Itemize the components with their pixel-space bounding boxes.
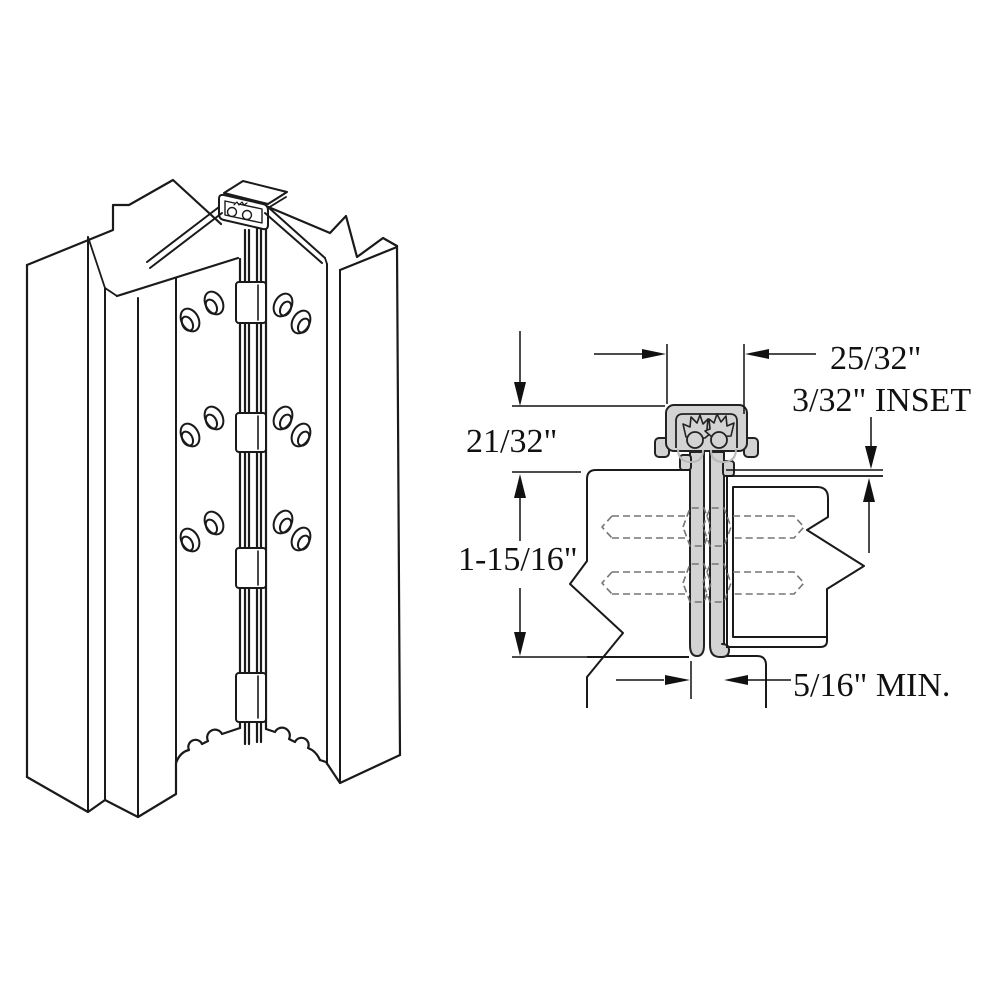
hinge-leaf-hook-right — [722, 460, 735, 477]
arrowhead-right — [665, 675, 690, 685]
arrowhead-down — [865, 446, 877, 469]
arrowhead-left — [724, 675, 748, 685]
arrowhead-up — [514, 474, 526, 498]
isometric-view — [25, 178, 402, 819]
hinge-leaf-frame — [689, 451, 705, 657]
hinge-leaf-strips — [146, 206, 326, 269]
through-bolts — [601, 507, 805, 603]
hinge-tab — [235, 672, 267, 723]
hinge-profile-section — [654, 404, 759, 658]
screw-holes-door — [272, 292, 312, 552]
hinge-tab — [235, 412, 267, 453]
hinge-tab — [235, 281, 267, 324]
hinge-leaf-door — [709, 451, 730, 658]
frame-jamb-isometric — [25, 178, 242, 819]
door-section — [726, 477, 865, 708]
cross-section-view: 25/32" 3/32" INSET 21/32" 1-15/16" 5/16"… — [458, 331, 971, 708]
frame-section — [569, 469, 690, 708]
hinge-tab — [235, 547, 267, 589]
arrowhead-left — [745, 349, 769, 359]
hinge-pin-right — [710, 431, 728, 449]
dimension-label-clearance: 5/16" MIN. — [793, 667, 950, 704]
screw-holes-frame — [179, 290, 225, 553]
arrowhead-down — [514, 382, 526, 406]
dimension-lines — [512, 331, 883, 699]
dimension-label-projection: 21/32" — [466, 423, 557, 460]
hinge-pin-left — [686, 431, 704, 449]
hinge-gear-right — [704, 413, 735, 438]
arrowhead-down — [514, 632, 526, 656]
hinge-cap-isometric — [218, 180, 288, 231]
arrowhead-right — [642, 349, 666, 359]
door-isometric — [264, 204, 402, 785]
through-bolt — [601, 507, 805, 547]
dimension-label-leaf-length: 1-15/16" — [458, 541, 578, 578]
hinge-tabs — [235, 281, 267, 723]
dimension-label-inset: 3/32" INSET — [792, 382, 971, 419]
dimension-label-hinge-width: 25/32" — [830, 340, 921, 377]
arrowhead-up — [863, 478, 875, 502]
